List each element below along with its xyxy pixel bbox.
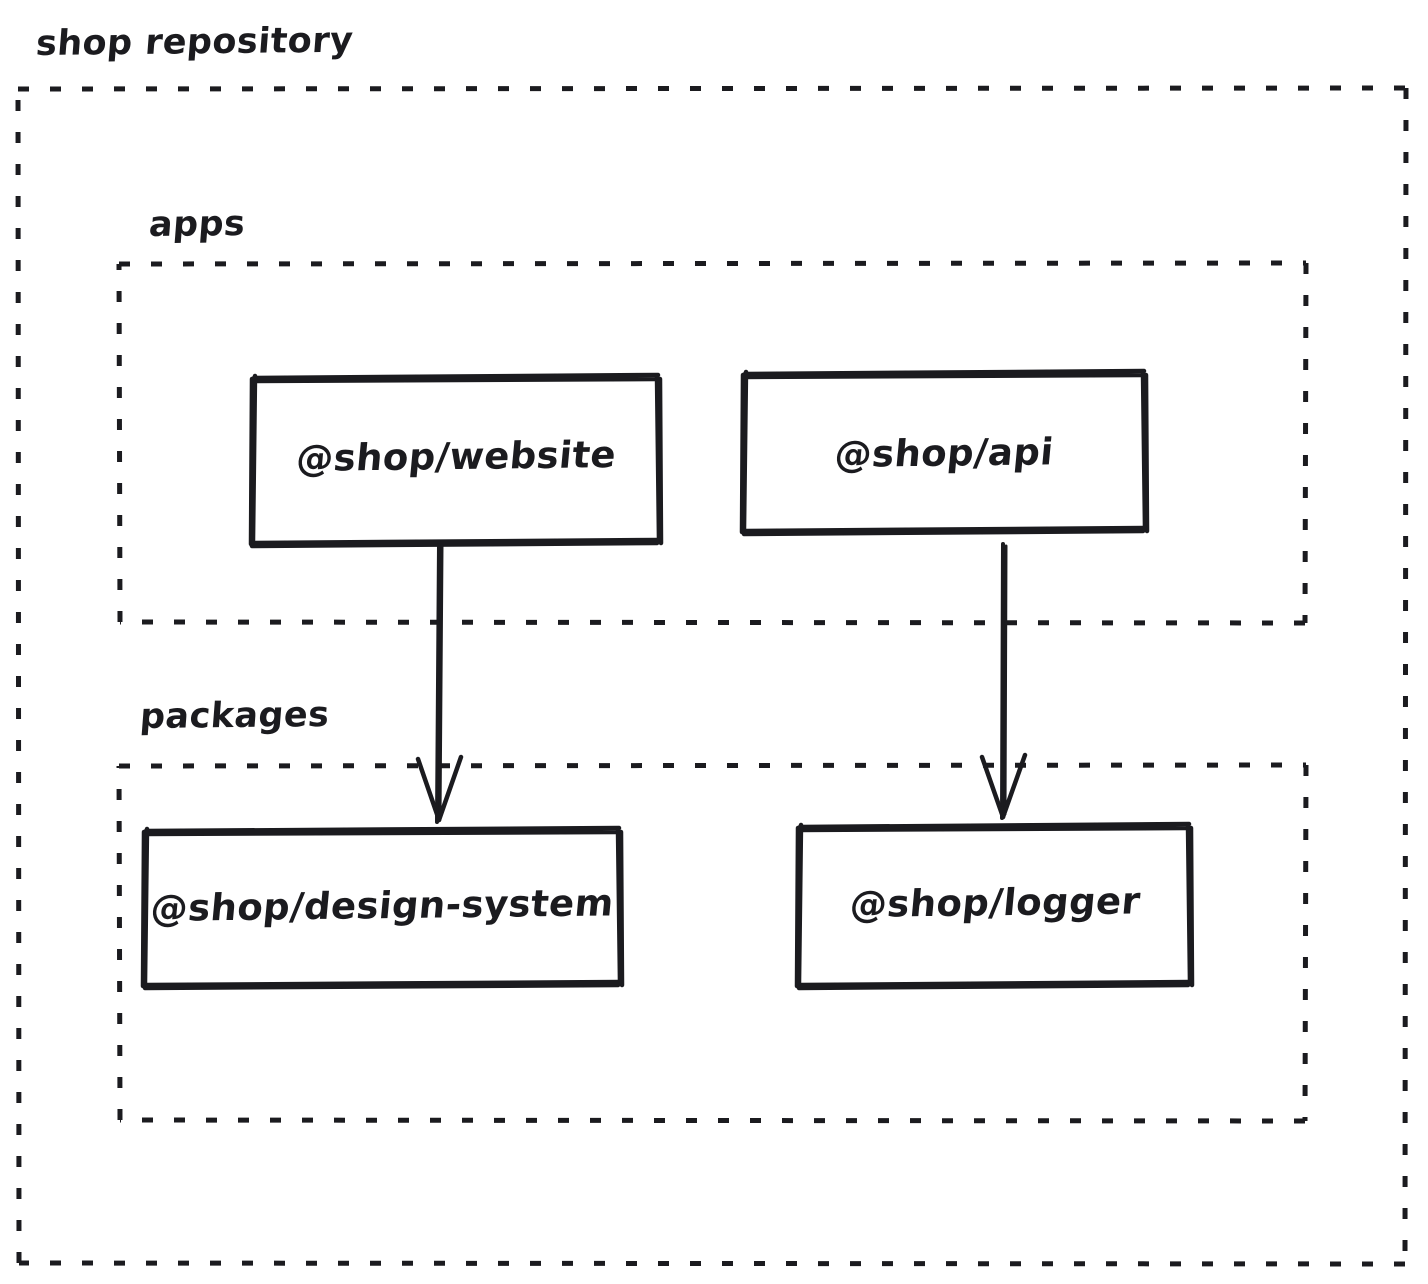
node-box-design-system[interactable]: [140, 825, 625, 991]
node-box-website[interactable]: [248, 372, 664, 549]
node-box-api[interactable]: [739, 368, 1150, 537]
root-container-border: [15, 85, 1409, 1267]
node-box-logger[interactable]: [794, 821, 1195, 991]
packages-group-border: [116, 762, 1309, 1124]
edge-api-to-logger: [979, 542, 1028, 820]
apps-group-border: [116, 260, 1309, 626]
edge-website-to-design-system: [415, 543, 464, 824]
